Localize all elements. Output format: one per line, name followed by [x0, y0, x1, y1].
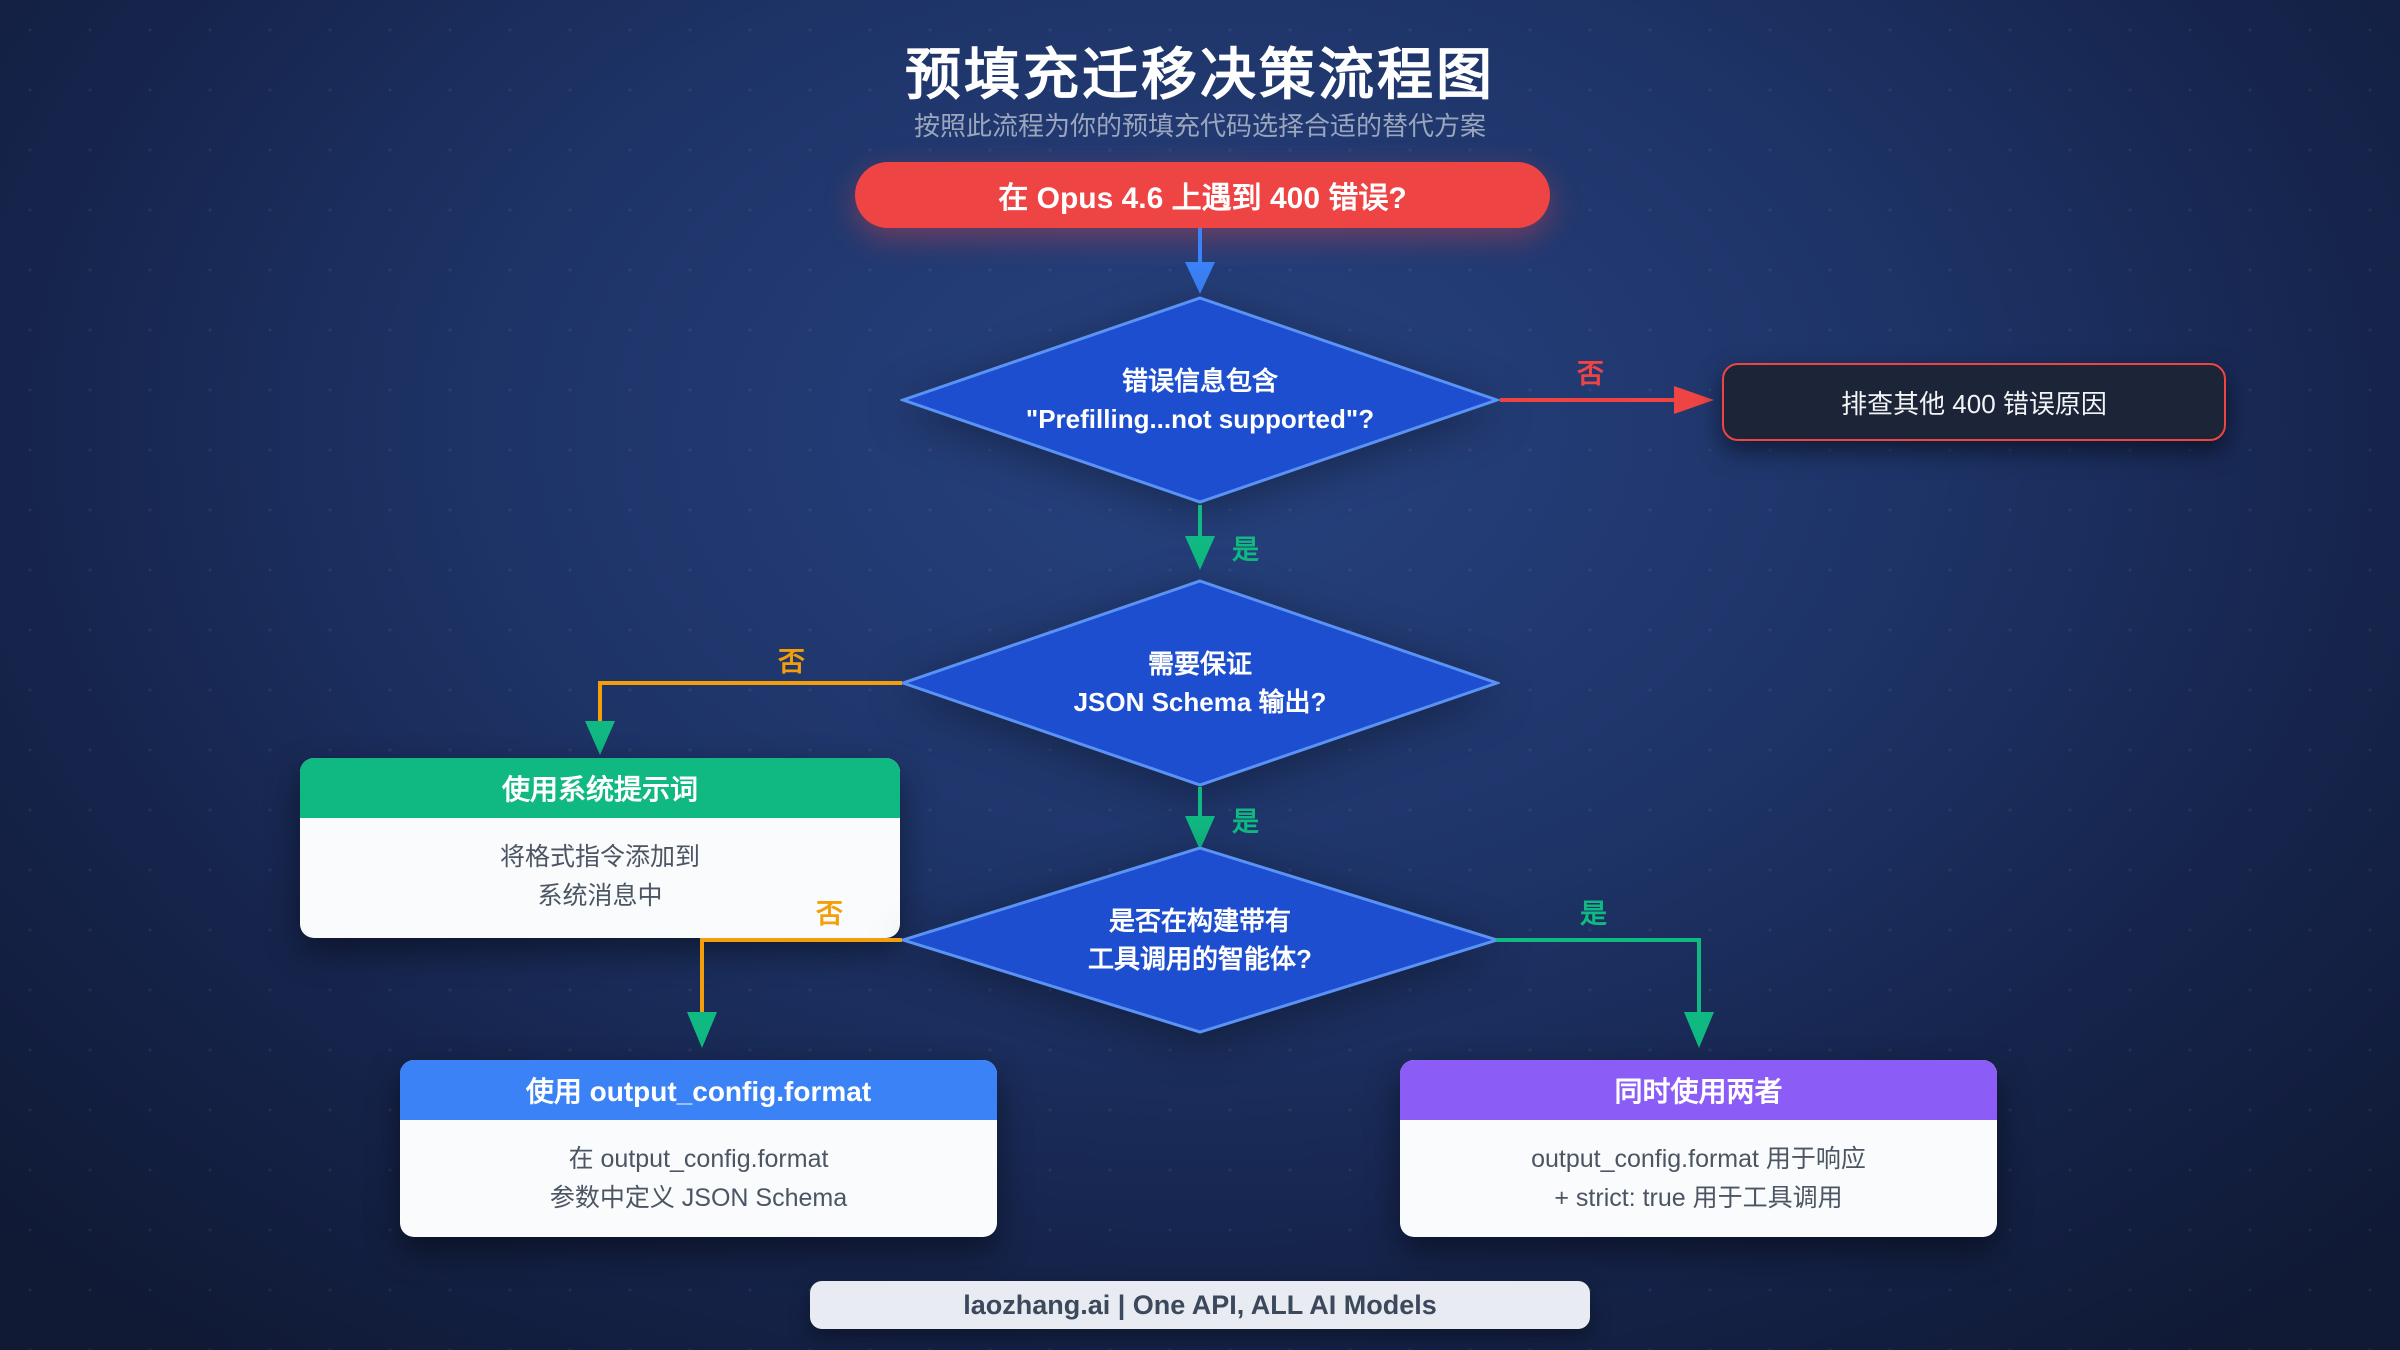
edge-label-no-d1: 否: [1577, 359, 1604, 389]
output-config-card: 使用 output_config.format 在 output_config.…: [400, 1060, 997, 1237]
edge-label-no-d3: 否: [816, 899, 843, 929]
decision-schema-line2: JSON Schema 输出?: [1073, 687, 1327, 717]
connector-d3-yes-horizontal: [1496, 938, 1699, 942]
arrowhead-down-icon: [1185, 536, 1215, 570]
system-prompt-card: 使用系统提示词 将格式指令添加到 系统消息中: [300, 758, 900, 938]
decision-agent-line2: 工具调用的智能体?: [1088, 944, 1312, 974]
connector-d3-yes-vertical: [1697, 938, 1701, 1014]
connector-d1-to-other400: [1500, 398, 1676, 402]
decision-schema-line1: 需要保证: [1147, 649, 1252, 679]
other-400-node: 排查其他 400 错误原因: [1722, 363, 2226, 441]
page-title: 预填充迁移决策流程图: [905, 43, 1495, 106]
arrowhead-down-icon: [1185, 262, 1215, 294]
connector-d3-no-horizontal: [702, 938, 902, 942]
arrowhead-down-icon: [687, 1012, 717, 1048]
decision-error-line1: 错误信息包含: [1121, 366, 1278, 396]
edge-label-no-d2: 否: [778, 647, 805, 677]
output-config-card-line1: 在 output_config.format: [568, 1145, 829, 1173]
arrowhead-down-icon: [1185, 816, 1215, 850]
use-both-card-title: 同时使用两者: [1400, 1060, 1997, 1120]
output-config-card-line2: 参数中定义 JSON Schema: [549, 1184, 848, 1212]
use-both-card-line2: + strict: true 用于工具调用: [1554, 1184, 1843, 1212]
use-both-card: 同时使用两者 output_config.format 用于响应 + stric…: [1400, 1060, 1997, 1237]
decision-error-line2: "Prefilling...not supported"?: [1025, 404, 1375, 434]
connector-d1-to-d2: [1198, 505, 1202, 538]
arrowhead-right-icon: [1674, 386, 1714, 414]
connector-d2-to-d3: [1198, 787, 1202, 818]
decision-tool-agent: 是否在构建带有 工具调用的智能体?: [900, 845, 1500, 1035]
page-subtitle: 按照此流程为你的预填充代码选择合适的替代方案: [913, 111, 1486, 141]
output-config-card-title: 使用 output_config.format: [400, 1060, 997, 1120]
connector-d2-no-horizontal: [600, 681, 902, 685]
edge-label-yes-d1: 是: [1232, 535, 1259, 565]
connector-start-to-d1: [1198, 228, 1202, 264]
connector-d3-no-vertical: [700, 938, 704, 1014]
decision-json-schema: 需要保证 JSON Schema 输出?: [900, 578, 1500, 788]
connector-d2-no-vertical: [598, 681, 602, 723]
use-both-card-line1: output_config.format 用于响应: [1531, 1145, 1866, 1173]
edge-label-yes-d3: 是: [1580, 899, 1607, 929]
start-node: 在 Opus 4.6 上遇到 400 错误?: [855, 162, 1550, 228]
arrowhead-down-icon: [1684, 1012, 1714, 1048]
system-prompt-card-title: 使用系统提示词: [300, 758, 900, 818]
system-prompt-card-line2: 系统消息中: [537, 882, 663, 910]
footer-badge: laozhang.ai | One API, ALL AI Models: [810, 1281, 1590, 1329]
decision-agent-line1: 是否在构建带有: [1108, 906, 1291, 936]
system-prompt-card-line1: 将格式指令添加到: [499, 843, 700, 871]
decision-error-message: 错误信息包含 "Prefilling...not supported"?: [900, 295, 1500, 505]
arrowhead-down-icon: [585, 721, 615, 755]
edge-label-yes-d2: 是: [1232, 807, 1259, 837]
